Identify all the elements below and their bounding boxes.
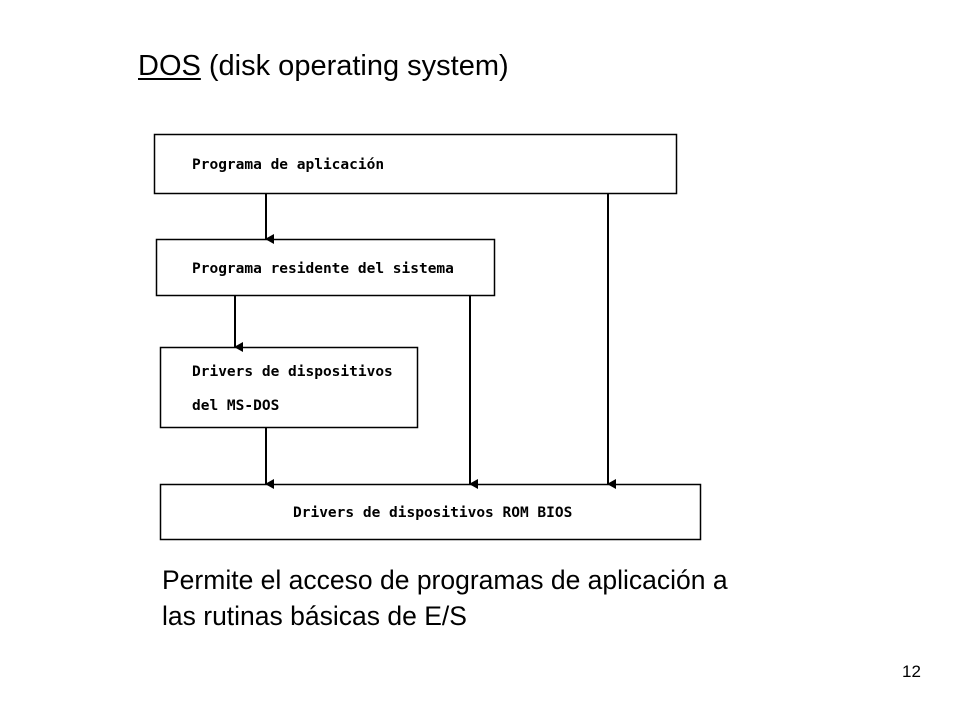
page-number: 12 — [902, 662, 921, 681]
msdos-drivers-box — [159, 346, 419, 429]
rom-bios-drivers-box-label: Drivers de dispositivos ROM BIOS — [293, 505, 572, 521]
caption-line-2: las rutinas básicas de E/S — [162, 601, 467, 631]
rom-bios-drivers-box — [159, 483, 702, 541]
caption-line-1: Permite el acceso de programas de aplica… — [162, 565, 728, 595]
title-acronym: DOS — [138, 50, 201, 82]
application-box — [153, 133, 678, 195]
slide-title: DOS (disk operating system) — [138, 48, 509, 84]
caption-text: Permite el acceso de programas de aplica… — [162, 562, 852, 634]
application-box-label: Programa de aplicación — [192, 157, 384, 173]
title-expansion: (disk operating system) — [200, 50, 509, 82]
resident-program-box — [155, 238, 496, 297]
msdos-drivers-box-label-line1: Drivers de dispositivos — [192, 364, 393, 380]
msdos-drivers-box-label-line2: del MS-DOS — [192, 398, 279, 414]
resident-program-box-label: Programa residente del sistema — [192, 261, 454, 277]
